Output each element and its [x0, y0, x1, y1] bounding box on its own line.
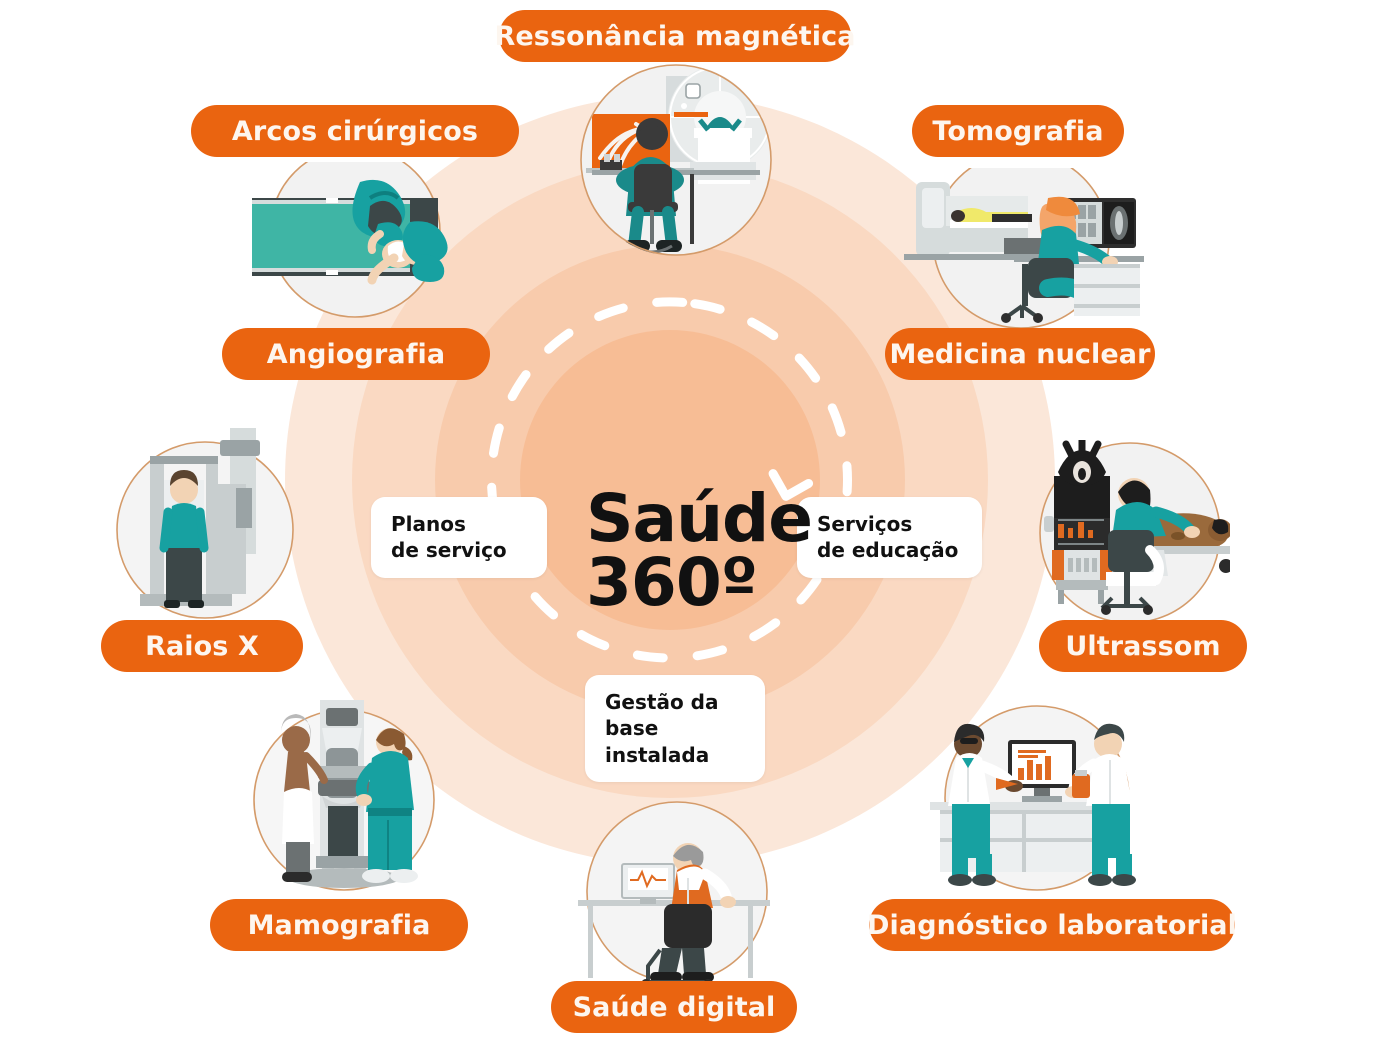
pill-saude-digital[interactable]: Saúde digital [551, 981, 797, 1033]
angiography-illustration [252, 162, 458, 334]
pill-mamografia[interactable]: Mamografia [210, 899, 468, 951]
pill-label: Angiografia [266, 338, 446, 370]
pill-label: Mamografia [247, 909, 431, 941]
pill-ultrassom[interactable]: Ultrassom [1039, 620, 1247, 672]
service-box-line-2: de serviço [391, 538, 507, 563]
pill-label: Medicina nuclear [889, 338, 1151, 370]
ultrasound-illustration [1030, 440, 1230, 626]
service-box-line-1: Gestão da [605, 690, 719, 714]
service-box-gestao-da-base-instalada[interactable]: Gestão da base instalada [585, 675, 765, 783]
nuclear-medicine-illustration [896, 168, 1146, 328]
pill-label: Ultrassom [1065, 630, 1221, 662]
service-box-planos-de-servico[interactable]: Planos de serviço [371, 497, 547, 578]
pill-medicina-nuclear[interactable]: Medicina nuclear [885, 328, 1155, 380]
lab-diagnostics-illustration [930, 700, 1144, 900]
service-box-line-1: Planos [391, 512, 466, 536]
pill-diagnostico-laboratorial[interactable]: Diagnóstico laboratorial [867, 899, 1237, 951]
pill-ressonancia-magnetica[interactable]: Ressonância magnética [494, 10, 855, 62]
pill-label: Ressonância magnética [494, 20, 856, 52]
service-box-line-2: base instalada [605, 716, 710, 767]
xray-illustration [110, 428, 300, 624]
pill-label: Arcos cirúrgicos [231, 115, 479, 147]
pill-label: Tomografia [932, 115, 1104, 147]
pill-arcos-cirurgicos[interactable]: Arcos cirúrgicos [191, 105, 519, 157]
mri-scanner-illustration [578, 62, 774, 258]
center-title-line-2: 360º [586, 544, 758, 622]
service-box-servicos-de-educacao[interactable]: Serviços de educação [797, 497, 982, 578]
pill-tomografia[interactable]: Tomografia [912, 105, 1124, 157]
pill-label: Raios X [145, 630, 259, 662]
circular-arrow-icon [487, 297, 853, 663]
pill-angiografia[interactable]: Angiografia [222, 328, 490, 380]
pill-label: Saúde digital [572, 991, 776, 1023]
center-title: Saúde 360º [586, 480, 813, 622]
digital-health-illustration [578, 800, 776, 990]
background-ring-inner [520, 330, 820, 630]
service-box-line-2: de educação [817, 538, 959, 563]
center-title-line-1: Saúde [586, 480, 813, 557]
service-box-line-1: Serviços [817, 512, 913, 536]
pill-label: Diagnóstico laboratorial [867, 909, 1237, 941]
mammography-illustration [244, 700, 444, 900]
pill-raios-x[interactable]: Raios X [101, 620, 303, 672]
